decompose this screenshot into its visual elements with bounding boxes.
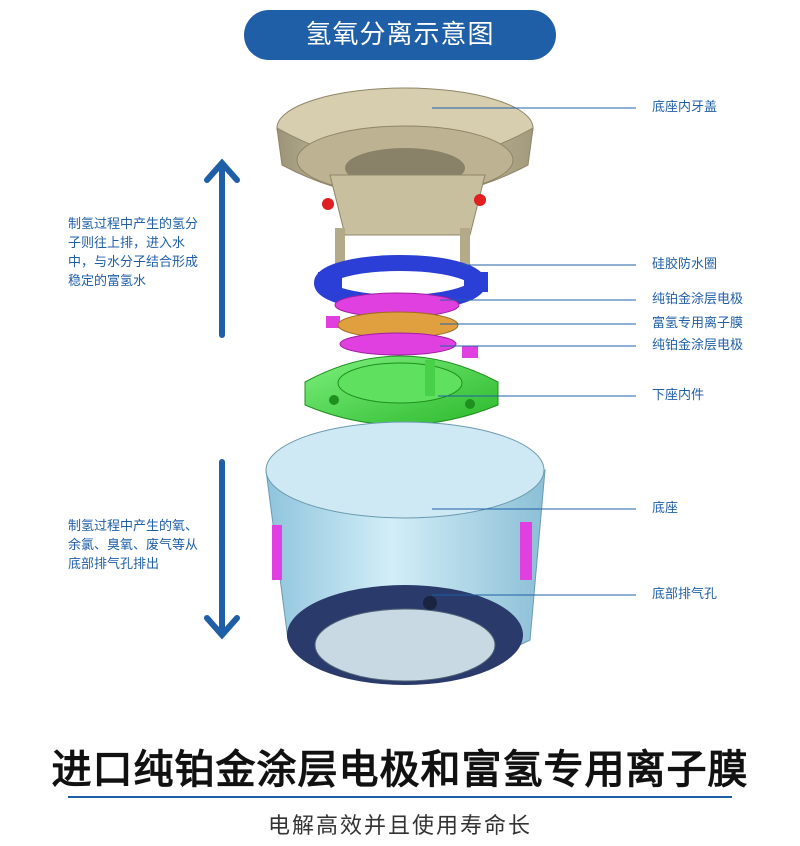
page-title: 氢氧分离示意图 xyxy=(244,10,556,60)
callout-inner: 下座内件 xyxy=(652,388,705,403)
callout-membrane: 富氢专用离子膜 xyxy=(652,316,744,331)
base-part xyxy=(265,421,546,685)
electrode-bottom-part xyxy=(339,332,478,358)
down-arrow-icon xyxy=(204,459,240,640)
callout-base: 底座 xyxy=(652,501,679,516)
inner-part xyxy=(304,355,499,426)
upper-note: 制氢过程中产生的氢分子则往上排，进入水中，与水分子结合形成稳定的富氢水 xyxy=(68,217,199,289)
callout-cap: 底座内牙盖 xyxy=(652,100,718,115)
callout-vent: 底部排气孔 xyxy=(652,587,718,602)
callout-electrode-top: 纯铂金涂层电极 xyxy=(652,292,744,307)
callout-gasket: 硅胶防水圈 xyxy=(652,257,718,272)
cap-part xyxy=(276,87,534,268)
callout-electrode-bottom: 纯铂金涂层电极 xyxy=(652,338,744,353)
subline: 电解高效并且使用寿命长 xyxy=(267,814,532,839)
up-arrow-icon xyxy=(204,158,240,338)
lower-note: 制氢过程中产生的氧、余氯、臭氧、废气等从底部排气孔排出 xyxy=(68,519,199,572)
headline: 进口纯铂金涂层电极和富氢专用离子膜 xyxy=(51,747,749,793)
divider xyxy=(68,796,732,798)
callout-lines xyxy=(432,107,636,596)
